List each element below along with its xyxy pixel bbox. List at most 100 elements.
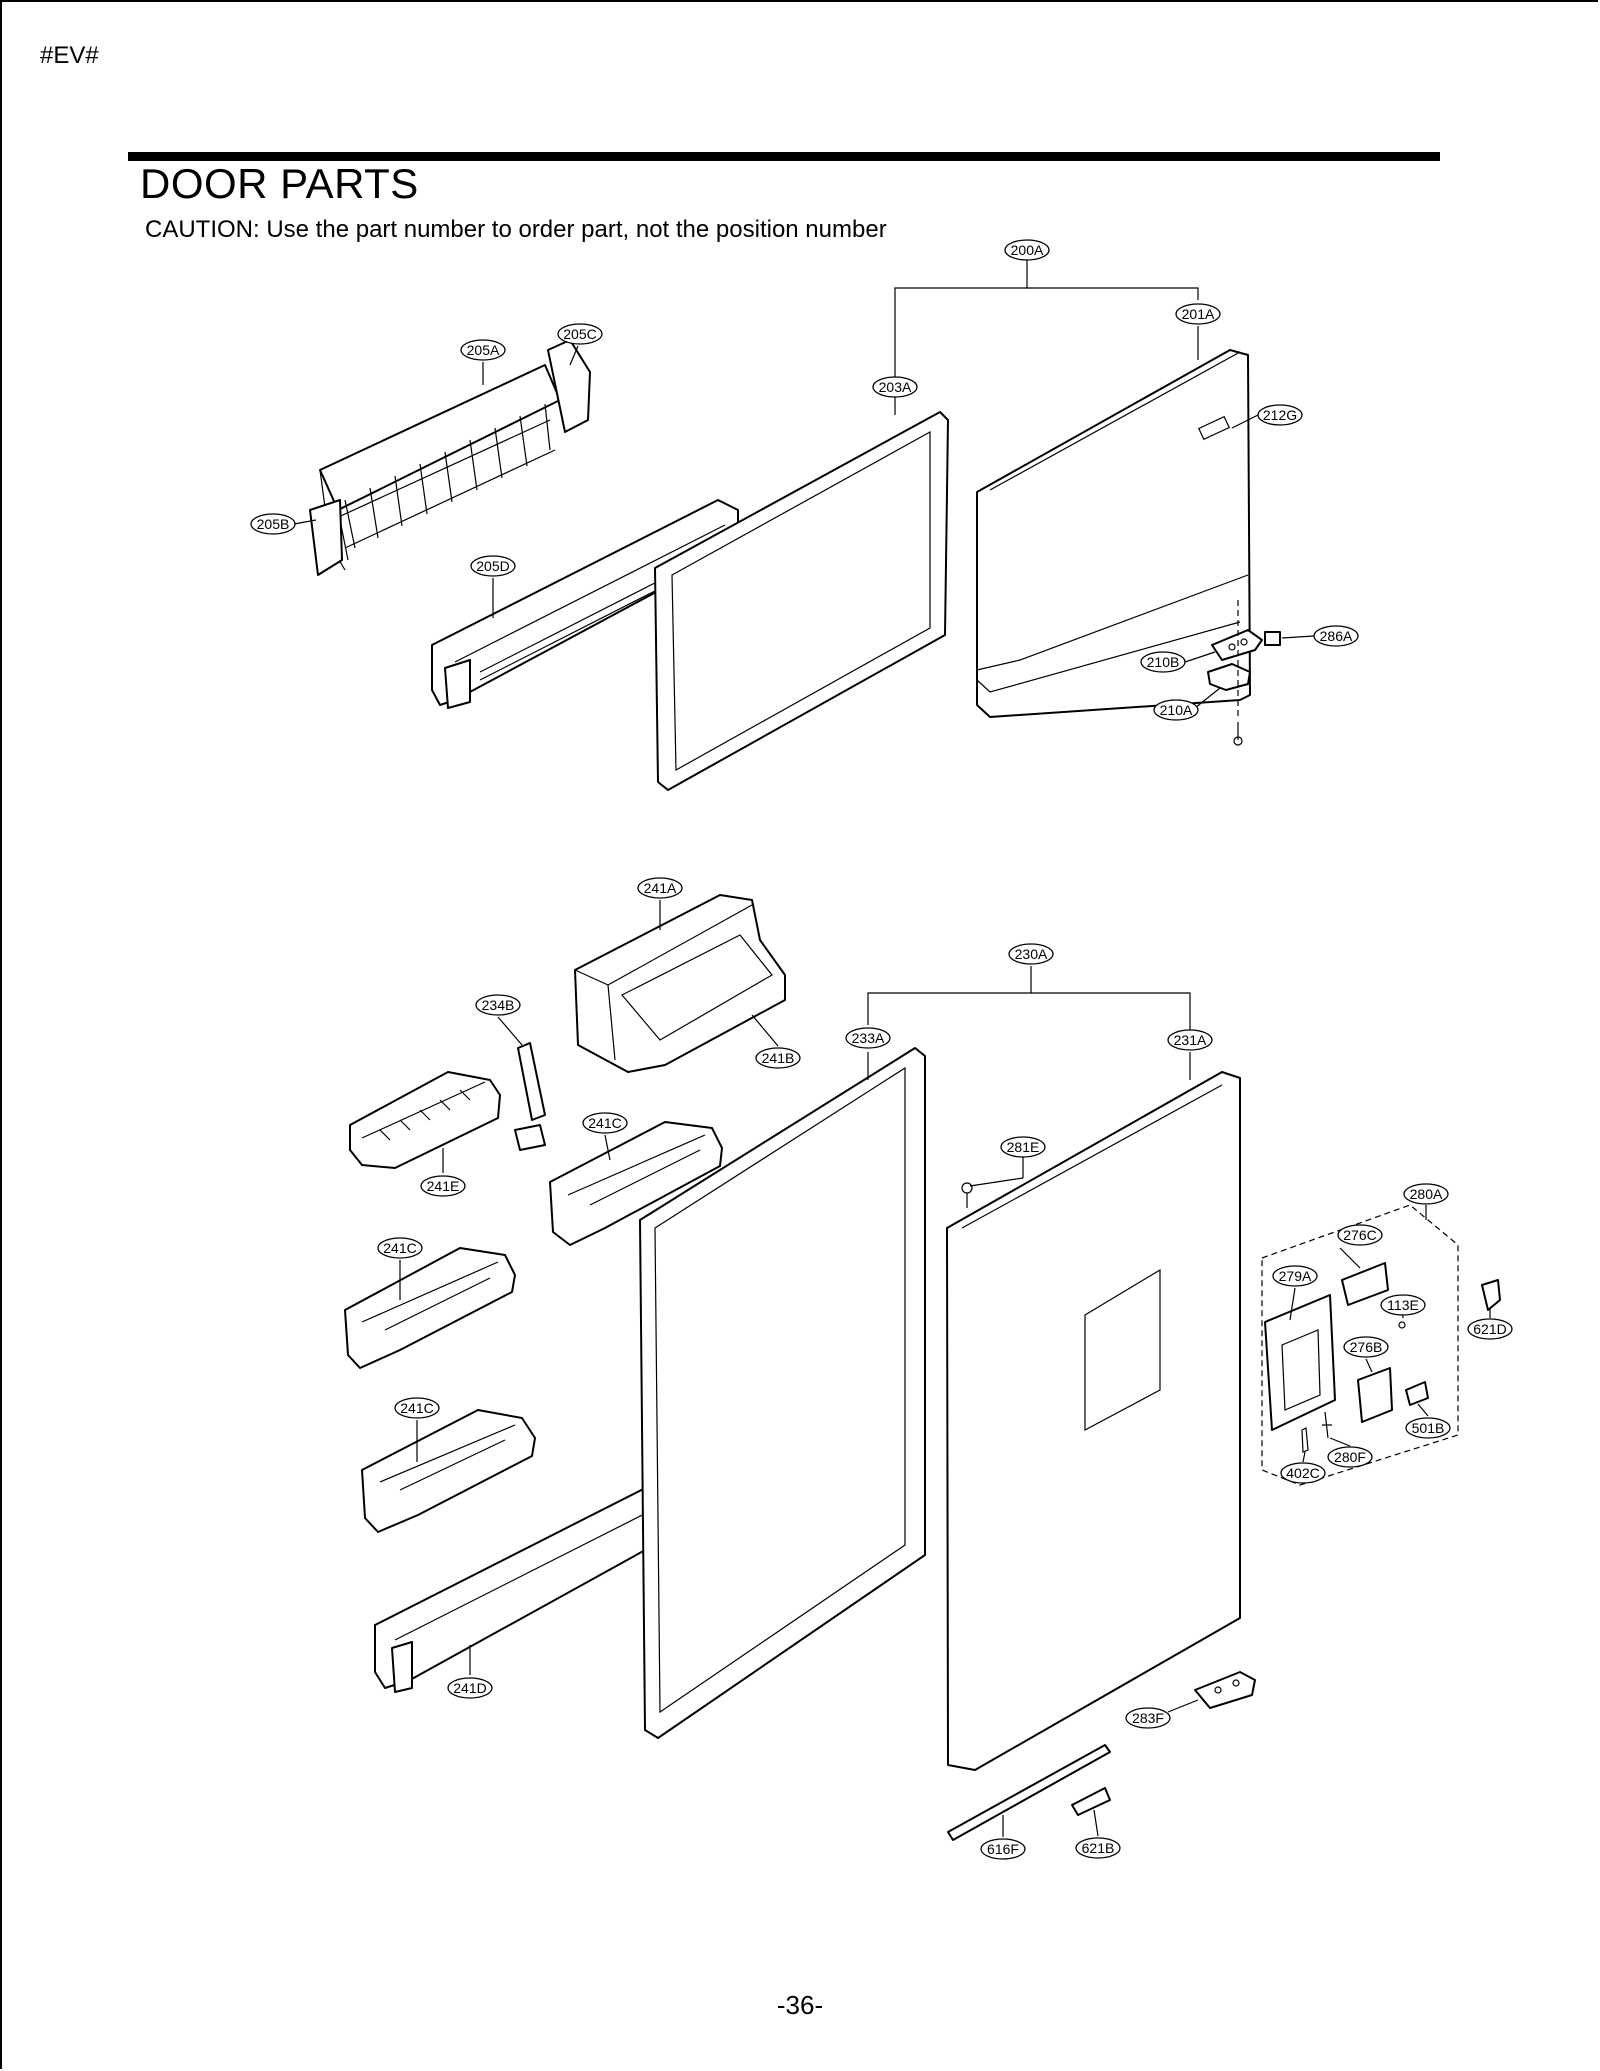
switch-501B (1405, 1381, 1429, 1406)
svg-text:241A: 241A (644, 880, 677, 896)
callout-241A: 241A (637, 877, 683, 899)
callout-283F: 283F (1125, 1707, 1171, 1729)
svg-text:113E: 113E (1387, 1297, 1419, 1313)
svg-text:234B: 234B (482, 997, 515, 1013)
title-rule (128, 152, 1440, 161)
svg-text:200A: 200A (1011, 242, 1044, 258)
svg-text:241D: 241D (453, 1680, 486, 1696)
svg-text:279A: 279A (1279, 1268, 1312, 1284)
bottle-stopper-234B (514, 1042, 546, 1151)
door-201A (976, 349, 1251, 718)
svg-text:616F: 616F (987, 1841, 1019, 1857)
svg-text:212G: 212G (1263, 407, 1297, 423)
callout-241E: 241E (420, 1175, 466, 1197)
callout-233A: 233A (845, 1027, 891, 1049)
dispenser-279A (1264, 1294, 1336, 1431)
callout-621D: 621D (1467, 1318, 1513, 1340)
door-231A (946, 1071, 1241, 1771)
callout-234B: 234B (475, 994, 521, 1016)
svg-text:280F: 280F (1334, 1449, 1366, 1465)
svg-text:203A: 203A (879, 379, 912, 395)
door-bin-241C-middle (344, 1247, 516, 1369)
callout-203A: 203A (872, 376, 918, 398)
callout-279A: 279A (1272, 1265, 1318, 1287)
svg-text:241C: 241C (400, 1400, 433, 1416)
svg-text:231A: 231A (1174, 1032, 1207, 1048)
cap-286A (1264, 631, 1281, 646)
page-number: -36- (776, 1990, 824, 2020)
hinge-283F (1194, 1671, 1256, 1709)
callout-241D: 241D (447, 1677, 493, 1699)
svg-text:210B: 210B (1147, 654, 1180, 670)
callout-200A: 200A (1004, 239, 1050, 261)
svg-text:241C: 241C (588, 1115, 621, 1131)
svg-text:283F: 283F (1132, 1710, 1164, 1726)
callout-501B: 501B (1405, 1417, 1451, 1439)
callout-241C-middle: 241C (377, 1237, 423, 1259)
callout-205C: 205C (557, 323, 603, 345)
svg-text:230A: 230A (1015, 946, 1048, 962)
callout-276B: 276B (1343, 1336, 1389, 1358)
wire-rack-205A (309, 339, 591, 576)
svg-text:286A: 286A (1320, 628, 1353, 644)
svg-text:621B: 621B (1082, 1840, 1115, 1856)
callout-201A: 201A (1175, 303, 1221, 325)
svg-text:201A: 201A (1182, 306, 1215, 322)
callout-616F: 616F (980, 1838, 1026, 1860)
svg-text:205C: 205C (563, 326, 596, 342)
screw-210A (1233, 722, 1243, 746)
gasket-203A (654, 411, 949, 791)
svg-text:205B: 205B (257, 516, 290, 532)
door-bin-241C-lower (361, 1409, 536, 1533)
svg-text:241B: 241B (762, 1050, 795, 1066)
callout-113E: 113E (1380, 1294, 1426, 1316)
svg-text:210A: 210A (1160, 702, 1193, 718)
screw-113E (1398, 1321, 1406, 1329)
svg-text:276B: 276B (1350, 1339, 1383, 1355)
svg-text:501B: 501B (1412, 1420, 1445, 1436)
callout-205A: 205A (460, 339, 506, 361)
gasket-233A (639, 1047, 926, 1739)
callout-281E: 281E (1000, 1136, 1046, 1158)
bracket-276B (1357, 1367, 1393, 1423)
svg-text:241E: 241E (427, 1178, 460, 1194)
part-280F (1322, 1411, 1332, 1439)
callout-231A: 231A (1167, 1029, 1213, 1051)
lever-621D (1481, 1279, 1501, 1311)
hinge-210B (1211, 629, 1263, 661)
cover-276C (1341, 1262, 1389, 1306)
hinge-210A (1207, 663, 1251, 691)
callout-241B: 241B (755, 1047, 801, 1069)
svg-text:241C: 241C (383, 1240, 416, 1256)
tube-616F (947, 1744, 1111, 1841)
svg-text:280A: 280A (1410, 1186, 1443, 1202)
part-402C (1301, 1427, 1309, 1453)
svg-text:281E: 281E (1007, 1139, 1040, 1155)
svg-text:402C: 402C (1286, 1465, 1319, 1481)
caution-note: CAUTION: Use the part number to order pa… (145, 216, 887, 243)
callout-210A: 210A (1153, 699, 1199, 721)
callout-210B: 210B (1140, 651, 1186, 673)
egg-tray-241E (349, 1071, 501, 1169)
dairy-bin-241A (574, 894, 786, 1073)
svg-text:205A: 205A (467, 342, 500, 358)
callout-230A: 230A (1008, 943, 1054, 965)
door-bin-241D (374, 1477, 686, 1693)
svg-text:276C: 276C (1343, 1227, 1376, 1243)
callout-621B: 621B (1075, 1837, 1121, 1859)
callout-276C: 276C (1337, 1224, 1383, 1246)
svg-text:205D: 205D (476, 558, 509, 574)
document-code: #EV# (40, 42, 99, 69)
door-bin-241C-upper (549, 1121, 723, 1246)
svg-text:621D: 621D (1473, 1321, 1506, 1337)
connector-621B (1071, 1787, 1111, 1816)
callout-280A: 280A (1403, 1183, 1449, 1205)
screw-281E (961, 1182, 973, 1208)
callout-212G: 212G (1257, 404, 1303, 426)
callout-205D: 205D (470, 555, 516, 577)
callout-205B: 205B (250, 513, 296, 535)
callout-280F: 280F (1327, 1446, 1373, 1468)
svg-text:233A: 233A (852, 1030, 885, 1046)
